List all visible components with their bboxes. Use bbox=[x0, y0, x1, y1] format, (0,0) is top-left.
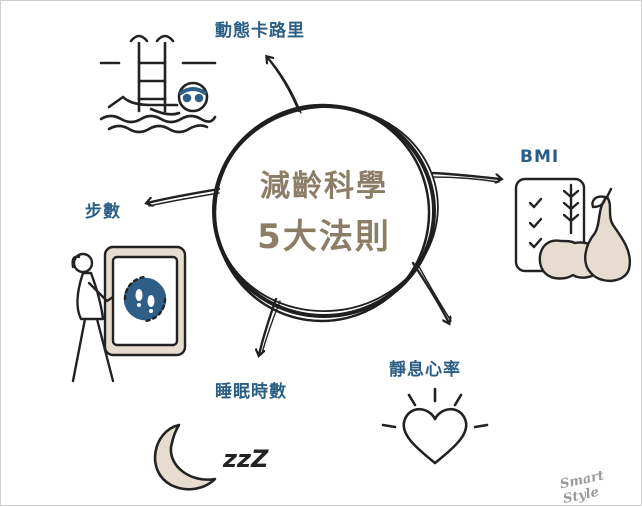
arrow-to-steps bbox=[147, 187, 221, 203]
arrow-to-bmi bbox=[431, 171, 501, 179]
bmi-icon bbox=[514, 177, 632, 282]
swimmer-icon bbox=[99, 34, 217, 134]
moon-icon bbox=[153, 423, 217, 491]
label-sleep: 睡眠時數 bbox=[215, 382, 287, 402]
heart-icon bbox=[381, 387, 489, 465]
center-title-line2: 5大法則 bbox=[257, 217, 391, 257]
label-calories: 動態卡路里 bbox=[215, 21, 305, 41]
arrow-to-heart bbox=[411, 261, 449, 323]
label-bmi: BMI bbox=[520, 147, 560, 167]
center-circle bbox=[212, 103, 439, 323]
label-heart: 靜息心率 bbox=[389, 360, 461, 380]
sleep-z-text: zzZ bbox=[222, 445, 269, 473]
arrow-to-sleep bbox=[259, 297, 278, 355]
arrow-to-calories bbox=[267, 57, 301, 113]
label-steps: 步數 bbox=[85, 202, 121, 222]
steps-icon bbox=[71, 245, 187, 383]
center-title-line1: 減齡科學 bbox=[260, 169, 388, 204]
